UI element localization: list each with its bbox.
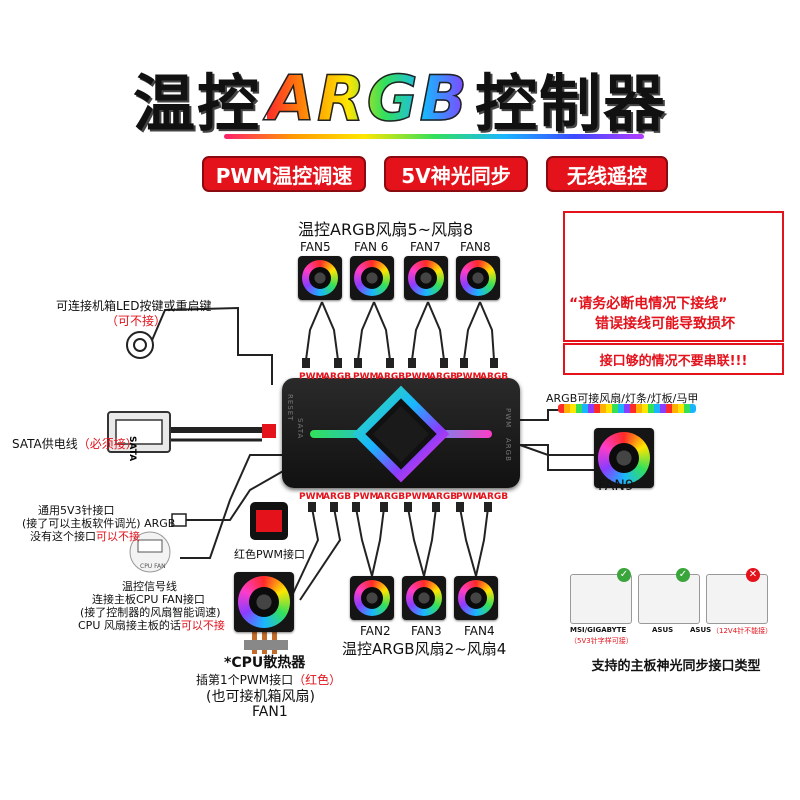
led-button-optional: （可不接） bbox=[106, 314, 167, 328]
port-label-pwm: PWM bbox=[353, 492, 379, 502]
sata-required: （必须接） bbox=[77, 437, 138, 451]
fan-label-5: FAN5 bbox=[300, 240, 331, 254]
mb-name-3: ASUS bbox=[690, 626, 712, 634]
mb-header-asus-ok bbox=[638, 574, 700, 624]
fan-label-4: FAN4 bbox=[464, 624, 495, 638]
hub-side-label-argb: ARGB bbox=[504, 438, 512, 462]
signal-line4-optional: 可以不接 bbox=[180, 619, 225, 632]
fan-label-7: FAN7 bbox=[410, 240, 441, 254]
cpu-cooler-fan-icon bbox=[234, 572, 294, 632]
mb-header-asus-12v bbox=[706, 574, 768, 624]
argb-strip-label: ARGB可接风扇/灯条/灯板/马甲 bbox=[546, 392, 699, 405]
rgb-fan-icon bbox=[298, 256, 342, 300]
cpu-cooler-line2: (也可接机箱风扇) bbox=[206, 689, 315, 705]
badge-wireless: 无线遥控 bbox=[546, 156, 668, 192]
cpu-cooler-title: *CPU散热器 bbox=[224, 655, 306, 671]
warning-box: “请务必断电情况下接线” 错误接线可能导致损坏 bbox=[563, 211, 784, 342]
cpu-cooler-fan1: FAN1 bbox=[252, 704, 288, 720]
port-label-argb: ARGB bbox=[323, 492, 352, 502]
mb-note-3: （12V4针不能接） bbox=[712, 627, 773, 635]
fan-label-3: FAN3 bbox=[411, 624, 442, 638]
check-icon: ✓ bbox=[617, 568, 631, 582]
signal-line4: CPU 风扇接主板的话 bbox=[78, 619, 181, 632]
warning-line2: 错误接线可能导致损坏 bbox=[595, 316, 735, 332]
warning-line1: “请务必断电情况下接线” bbox=[569, 296, 728, 312]
port-label-pwm: PWM bbox=[299, 372, 325, 382]
rgb-fan-icon bbox=[404, 256, 448, 300]
cpu-fan-header-label: CPU FAN bbox=[140, 563, 166, 570]
fan9-icon bbox=[594, 428, 654, 488]
argb-header-optional: 可以不接 bbox=[96, 530, 140, 543]
argb-header-line2: (接了可以主板软件调光) ARGB bbox=[22, 517, 176, 530]
port-label-pwm: PWM bbox=[353, 372, 379, 382]
controller-hub: RESET SATA PWM ARGB bbox=[282, 378, 520, 488]
svg-text:SATA: SATA bbox=[127, 436, 137, 461]
hub-side-label-pwm: PWM bbox=[504, 408, 512, 429]
port-label-pwm: PWM bbox=[456, 372, 482, 382]
mb-name-2: ASUS bbox=[652, 626, 674, 634]
title-part-3: 控制器 bbox=[474, 67, 667, 140]
mb-note-1: （5V3针字样可接） bbox=[570, 637, 633, 645]
title-rainbow-underline bbox=[224, 134, 644, 139]
signal-line2: 连接主板CPU FAN接口 bbox=[92, 593, 205, 606]
rgb-fan-icon bbox=[456, 256, 500, 300]
fan-label-2: FAN2 bbox=[360, 624, 391, 638]
mb-support-title: 支持的主板神光同步接口类型 bbox=[591, 659, 761, 674]
fan-label-8: FAN8 bbox=[460, 240, 491, 254]
cpu-cooler-line1-red: （红色） bbox=[293, 673, 342, 687]
no-daisy-chain-warning: 接口够的情况不要串联!!! bbox=[563, 343, 784, 375]
led-button-note: 可连接机箱LED按键或重启键 bbox=[56, 299, 212, 313]
check-icon: ✓ bbox=[676, 568, 690, 582]
title-part-1: 温控 bbox=[133, 67, 262, 140]
mb-header-msi-gigabyte bbox=[570, 574, 632, 624]
signal-line3: (接了控制器的风扇智能调速) bbox=[80, 606, 221, 619]
port-label-argb: ARGB bbox=[480, 372, 509, 382]
rgb-fan-icon bbox=[350, 576, 394, 620]
port-label-argb: ARGB bbox=[429, 492, 458, 502]
badge-pwm: PWM温控调速 bbox=[202, 156, 366, 192]
port-label-pwm: PWM bbox=[299, 492, 325, 502]
page-title: 温控 ARGB 控制器 bbox=[0, 58, 800, 140]
bottom-fan-group-title: 温控ARGB风扇2~风扇4 bbox=[342, 640, 507, 658]
argb-header-line1: 通用5V3针接口 bbox=[38, 504, 115, 517]
mb-name-1: MSI/GIGABYTE bbox=[570, 626, 627, 634]
port-label-argb: ARGB bbox=[480, 492, 509, 502]
badge-5v-sync: 5V神光同步 bbox=[384, 156, 528, 192]
argb-header-line3: 没有这个接口 bbox=[30, 530, 96, 543]
port-label-argb: ARGB bbox=[377, 492, 406, 502]
port-label-pwm: PWM bbox=[456, 492, 482, 502]
sata-label: SATA供电线 bbox=[12, 437, 78, 451]
port-label-argb: ARGB bbox=[429, 372, 458, 382]
port-label-pwm: PWM bbox=[405, 492, 431, 502]
red-pwm-port-label: 红色PWM接口 bbox=[234, 548, 306, 561]
rgb-fan-icon bbox=[350, 256, 394, 300]
cross-icon: ✕ bbox=[746, 568, 760, 582]
rgb-fan-icon bbox=[454, 576, 498, 620]
cpu-cooler-line1: 插第1个PWM接口 bbox=[196, 673, 294, 687]
port-label-argb: ARGB bbox=[323, 372, 352, 382]
rgb-fan-icon bbox=[402, 576, 446, 620]
argb-light-strip bbox=[558, 404, 696, 413]
title-part-argb: ARGB bbox=[266, 61, 469, 136]
port-label-argb: ARGB bbox=[377, 372, 406, 382]
signal-line1: 温控信号线 bbox=[122, 580, 177, 593]
top-fan-group-title: 温控ARGB风扇5~风扇8 bbox=[298, 220, 474, 239]
fan-label-6: FAN 6 bbox=[354, 240, 389, 254]
fan9-label: FAN9 bbox=[598, 478, 634, 494]
port-label-pwm: PWM bbox=[405, 372, 431, 382]
